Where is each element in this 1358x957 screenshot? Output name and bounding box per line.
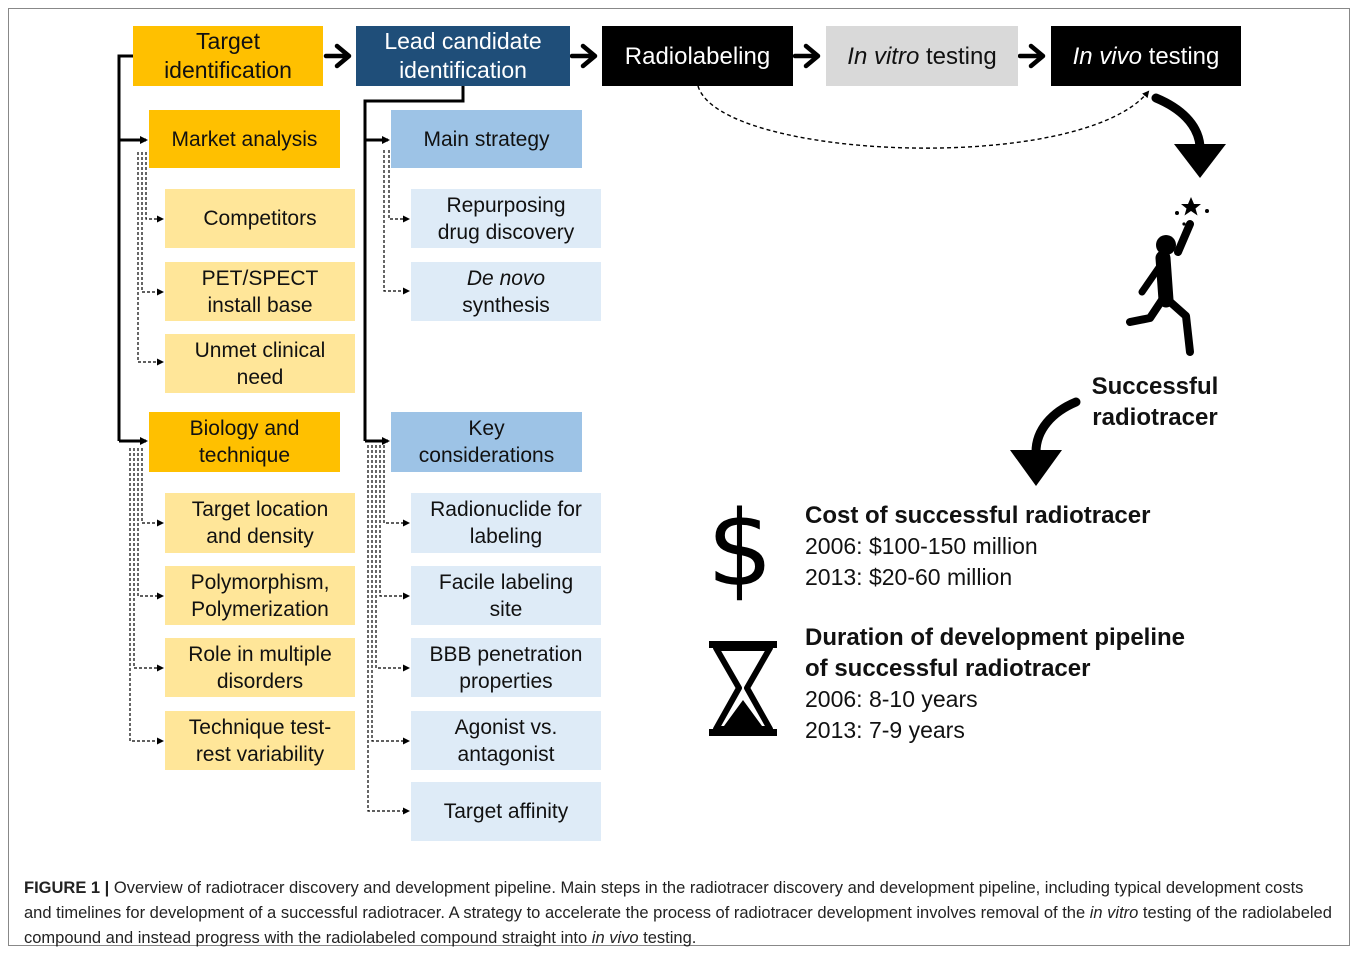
- role-disorders-box: Role in multiple disorders: [165, 638, 355, 697]
- bbb-box: BBB penetration properties: [411, 638, 601, 697]
- cost-block: Cost of successful radiotracer 2006: $10…: [805, 500, 1305, 593]
- duration-2013: 2013: 7-9 years: [805, 717, 965, 743]
- target-affinity-box: Target affinity: [411, 782, 601, 841]
- biology-sub-connectors: [129, 448, 164, 745]
- de-novo-italic-label: De novo: [466, 266, 546, 290]
- target-location-label: Target location and density: [191, 498, 329, 548]
- pet-spect-box: PET/SPECT install base: [165, 262, 355, 321]
- lead-candidate-box: Lead candidate identification: [356, 26, 570, 86]
- technique-variability-label: Technique test-rest variability: [188, 715, 332, 766]
- strategy-sub-connectors: [383, 150, 410, 295]
- polymorphism-box: Polymorphism, Polymerization: [165, 566, 355, 625]
- unmet-need-box: Unmet clinical need: [165, 334, 355, 393]
- target-identification-box: Target identification: [133, 26, 323, 86]
- market-sub-connectors: [137, 152, 164, 366]
- radiolabeling-box: Radiolabeling: [602, 26, 793, 86]
- bbb-label: BBB penetration properties: [429, 642, 583, 693]
- unmet-need-label: Unmet clinical need: [194, 338, 326, 389]
- hourglass-icon: [709, 641, 777, 736]
- pipeline-arrow-2: [569, 43, 598, 69]
- target-bracket: [117, 54, 148, 445]
- de-novo-label: synthesis: [462, 293, 550, 317]
- duration-2006: 2006: 8-10 years: [805, 686, 978, 712]
- pipeline-arrow-3: [792, 43, 821, 69]
- main-strategy-box: Main strategy: [391, 110, 582, 168]
- in-vivo-testing-label: In vivo testing: [1072, 42, 1220, 70]
- agonist-box: Agonist vs. antagonist: [411, 711, 601, 770]
- radionuclide-label: Radionuclide for labeling: [430, 498, 582, 548]
- target-affinity-label: Target affinity: [443, 800, 569, 823]
- key-considerations-label: Key considerations: [418, 417, 555, 467]
- cost-heading: Cost of successful radiotracer: [805, 502, 1151, 529]
- facile-site-box: Facile labeling site: [411, 566, 601, 625]
- dollar-icon: $: [707, 488, 773, 610]
- in-vitro-testing-box: In vitro testing: [826, 26, 1018, 86]
- curved-arrow-icon: [1010, 397, 1081, 486]
- facile-site-label: Facile labeling site: [438, 570, 574, 621]
- duration-block: Duration of development pipeline of succ…: [805, 622, 1325, 746]
- successful-radiotracer-label: Successful radiotracer: [1091, 373, 1219, 431]
- repurposing-label: Repurposing drug discovery: [437, 193, 575, 244]
- biology-technique-box: Biology and technique: [149, 412, 340, 472]
- polymorphism-label: Polymorphism, Polymerization: [190, 570, 330, 621]
- key-considerations-box: Key considerations: [391, 412, 582, 472]
- duration-heading-1: Duration of development pipeline: [805, 624, 1186, 651]
- role-disorders-label: Role in multiple disorders: [188, 642, 332, 693]
- repurposing-box: Repurposing drug discovery: [411, 189, 601, 248]
- target-location-box: Target location and density: [165, 493, 355, 553]
- figure-frame: [8, 8, 1350, 946]
- agonist-label: Agonist vs. antagonist: [454, 715, 558, 766]
- considerations-sub-connectors: [367, 445, 410, 815]
- person-reaching-star-icon: [1126, 197, 1209, 356]
- target-identification-label: Target identification: [164, 28, 292, 83]
- market-analysis-box: Market analysis: [149, 110, 340, 168]
- competitors-label: Competitors: [203, 207, 317, 230]
- market-analysis-label: Market analysis: [171, 127, 318, 151]
- lead-bracket: [363, 86, 465, 445]
- pet-spect-label: PET/SPECT install base: [201, 266, 319, 317]
- cost-2013: 2013: $20-60 million: [805, 564, 1013, 590]
- biology-technique-label: Biology and technique: [189, 417, 300, 467]
- svg-text:$: $: [707, 488, 773, 610]
- pipeline-arrow-1: [323, 43, 352, 69]
- cost-2006: 2006: $100-150 million: [805, 533, 1038, 559]
- radiolabeling-label: Radiolabeling: [624, 42, 771, 70]
- technique-variability-box: Technique test-rest variability: [165, 711, 355, 770]
- lead-candidate-label: Lead candidate identification: [384, 28, 542, 83]
- pipeline-arrow-4: [1017, 43, 1046, 69]
- caption-label: FIGURE 1 |: [24, 879, 110, 897]
- in-vitro-testing-label: In vitro testing: [847, 42, 997, 70]
- main-strategy-label: Main strategy: [423, 127, 550, 151]
- de-novo-box: De novo synthesis: [411, 262, 601, 321]
- competitors-box: Competitors: [165, 189, 355, 248]
- in-vivo-testing-box: In vivo testing: [1051, 26, 1241, 86]
- figure-caption: FIGURE 1 | Overview of radiotracer disco…: [24, 879, 1332, 947]
- skip-in-vitro-arc: [697, 85, 1150, 149]
- radionuclide-box: Radionuclide for labeling: [411, 493, 601, 553]
- duration-heading-2: of successful radiotracer: [805, 655, 1091, 682]
- curved-arrow-icon: [1151, 93, 1226, 178]
